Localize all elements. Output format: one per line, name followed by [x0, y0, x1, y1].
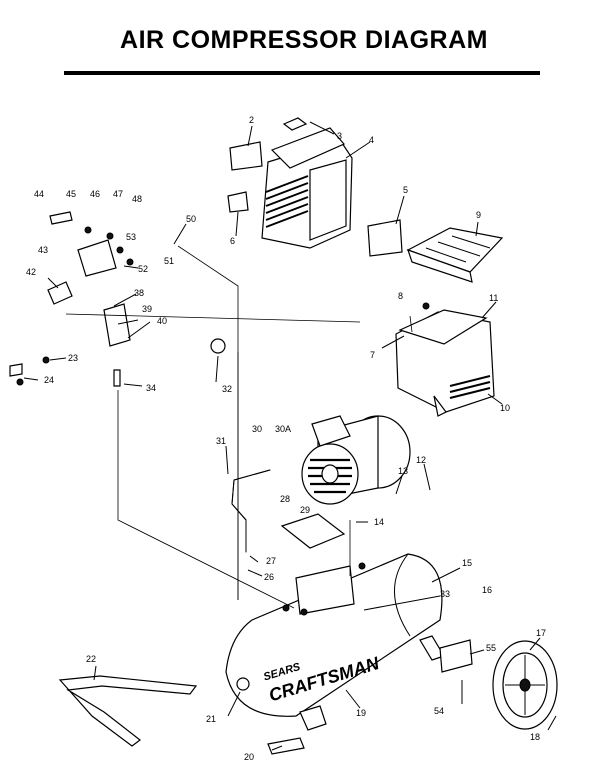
part-label-32: 32: [222, 384, 232, 394]
part-label-45: 45: [66, 189, 76, 199]
part-label-3: 3: [337, 131, 342, 141]
part-label-10: 10: [500, 403, 510, 413]
part-label-30: 30: [252, 424, 262, 434]
part-label-8: 8: [398, 291, 403, 301]
part-label-39: 39: [142, 304, 152, 314]
bracket-part: [439, 639, 473, 673]
part-label-18: 18: [530, 732, 540, 742]
part-label-5: 5: [403, 185, 408, 195]
wheel-part: [492, 640, 558, 730]
part-label-34: 34: [146, 383, 156, 393]
label-plate-3: [282, 117, 308, 131]
part-label-19: 19: [356, 708, 366, 718]
part-label-11: 11: [489, 293, 498, 303]
part-label-48: 48: [132, 194, 142, 204]
part-label-24: 24: [44, 375, 54, 385]
part-label-22: 22: [86, 654, 96, 664]
part-label-51: 51: [164, 256, 174, 266]
diagram-title: AIR COMPRESSOR DIAGRAM: [120, 26, 488, 54]
part-label-28: 28: [280, 494, 290, 504]
label-plate-2: [229, 141, 263, 171]
part-label-38: 38: [134, 288, 144, 298]
part-label-2: 2: [249, 115, 254, 125]
part-label-50: 50: [186, 214, 196, 224]
part-label-27: 27: [266, 556, 276, 566]
part-label-47: 47: [113, 189, 123, 199]
part-label-21: 21: [206, 714, 216, 724]
part-label-29: 29: [300, 505, 310, 515]
part-label-40: 40: [157, 316, 167, 326]
motor-pump-part: [301, 415, 411, 505]
assembly-lines: [65, 245, 413, 609]
part-label-33: 33: [440, 589, 450, 599]
leader-lines: [23, 121, 557, 751]
part-label-44: 44: [34, 189, 44, 199]
part-label-14: 14: [374, 517, 384, 527]
part-label-16: 16: [482, 585, 492, 595]
part-label-30a: 30A: [275, 424, 291, 434]
part-label-42: 42: [26, 267, 36, 277]
tank-part: [225, 553, 445, 731]
lower-shroud-part: [395, 302, 495, 417]
part-label-23: 23: [68, 353, 78, 363]
part-label-20: 20: [244, 752, 254, 762]
label-plate-6: [227, 191, 249, 213]
part-label-13: 13: [398, 466, 408, 476]
pressure-switch-part: [9, 211, 226, 387]
pad-part-28: [280, 513, 346, 549]
part-label-43: 43: [38, 245, 48, 255]
part-label-9: 9: [476, 210, 481, 220]
tray-part: [406, 227, 504, 283]
part-label-31: 31: [216, 436, 226, 446]
part-label-54: 54: [434, 706, 444, 716]
handle-part: [58, 675, 198, 747]
part-label-26: 26: [264, 572, 274, 582]
part-label-6: 6: [230, 236, 235, 246]
part-label-46: 46: [90, 189, 100, 199]
label-plate-5: [367, 219, 403, 257]
part-label-7: 7: [370, 350, 375, 360]
part-label-53: 53: [126, 232, 136, 242]
foot-pad-part: [267, 737, 305, 755]
part-label-15: 15: [462, 558, 472, 568]
shroud-part: [261, 127, 353, 249]
part-label-12: 12: [416, 455, 426, 465]
part-label-4: 4: [369, 135, 374, 145]
title-rule: [64, 71, 540, 75]
part-label-17: 17: [536, 628, 546, 638]
part-label-52: 52: [138, 264, 148, 274]
part-label-55: 55: [486, 643, 496, 653]
